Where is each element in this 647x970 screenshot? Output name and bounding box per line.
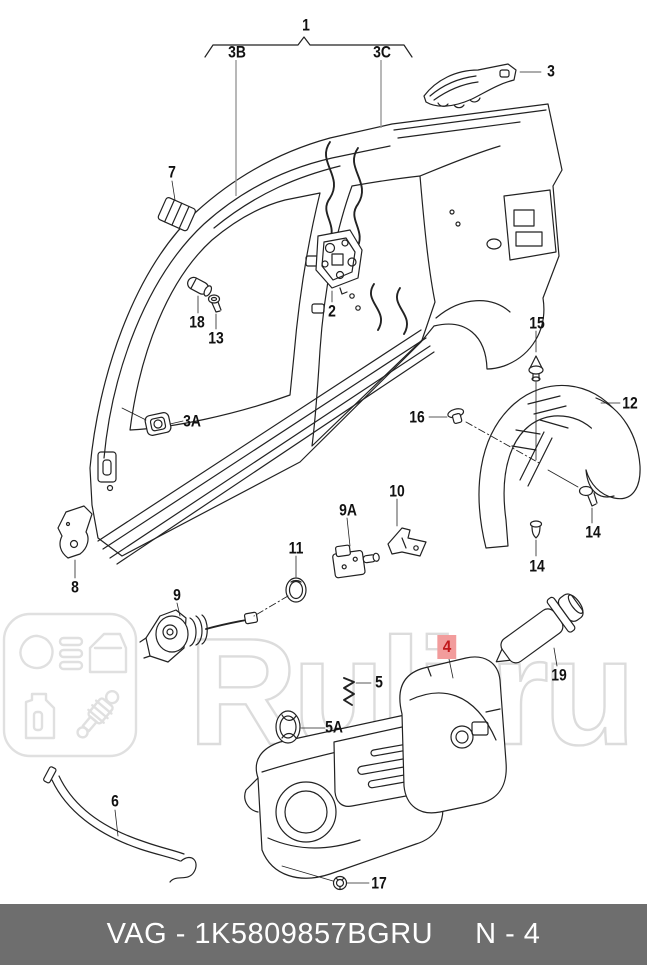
part-label-3B[interactable]: 3B [228,42,246,62]
part-3-bracket [424,64,516,108]
part-5A-grommet [276,711,300,743]
part-17-nut [334,877,347,890]
part-label-8[interactable]: 8 [71,577,79,597]
part-19-damper [485,586,591,678]
part-label-18[interactable]: 18 [189,312,205,332]
oil-can-icon [24,692,56,740]
part-label-6[interactable]: 6 [111,791,119,811]
part-label-12[interactable]: 12 [622,393,638,413]
part-5-spring [344,678,354,705]
watermark-logo [2,612,138,758]
part-10-wedge [388,528,426,556]
part-6-drain-hose [43,766,196,882]
part-8-bracket [58,506,92,558]
part-label-3A[interactable]: 3A [183,411,201,431]
part-3A-clip [144,412,172,437]
shock-absorber-icon [76,689,120,739]
part-12-wheel-arch-liner [479,385,640,548]
part-9-release-actuator [140,610,258,662]
car-door-icon [88,632,128,674]
part-15-clip [529,356,543,381]
part-label-7[interactable]: 7 [168,162,176,182]
leader-lines [75,72,620,883]
part-code: VAG - 1K5809857BGRU [106,918,434,950]
part-14-screw-upper [580,487,598,507]
footer-bar: VAG - 1K5809857BGRU N - 4 [0,904,647,965]
part-9A-bracket [331,541,381,578]
callout-bracket-1 [205,37,412,196]
part-label-5A[interactable]: 5A [325,717,343,737]
part-label-17[interactable]: 17 [371,873,387,893]
part-label-4-highlighted[interactable]: 4 [437,635,457,659]
headlight-icon [19,634,84,671]
part-7-pad [157,197,196,232]
part-label-10[interactable]: 10 [389,481,405,501]
part-4-fuel-filler-flap [245,657,507,878]
part-label-5[interactable]: 5 [375,672,383,692]
part-label-3[interactable]: 3 [547,61,555,81]
part-11-grommet [286,578,306,602]
part-label-14-lower[interactable]: 14 [529,556,545,576]
part-18-plug [186,275,214,297]
diagram-drawing [0,0,647,905]
part-label-15[interactable]: 15 [529,313,545,333]
part-label-9[interactable]: 9 [173,585,181,605]
part-label-9A[interactable]: 9A [339,500,357,520]
part-14-clip-lower [531,521,542,538]
part-label-1[interactable]: 1 [302,15,310,35]
part-2-mounting-plate [316,230,362,294]
part-label-14-upper[interactable]: 14 [585,522,601,542]
part-label-19[interactable]: 19 [551,665,567,685]
part-label-3C[interactable]: 3C [373,42,391,62]
part-1-side-body-frame [90,104,562,564]
part-label-16[interactable]: 16 [409,407,425,427]
part-label-13[interactable]: 13 [208,328,224,348]
part-label-11[interactable]: 11 [288,538,304,558]
part-13-screw [209,295,222,312]
page-ref: N - 4 [475,918,541,950]
part-16-clip [447,407,466,425]
part-label-2[interactable]: 2 [328,301,336,321]
